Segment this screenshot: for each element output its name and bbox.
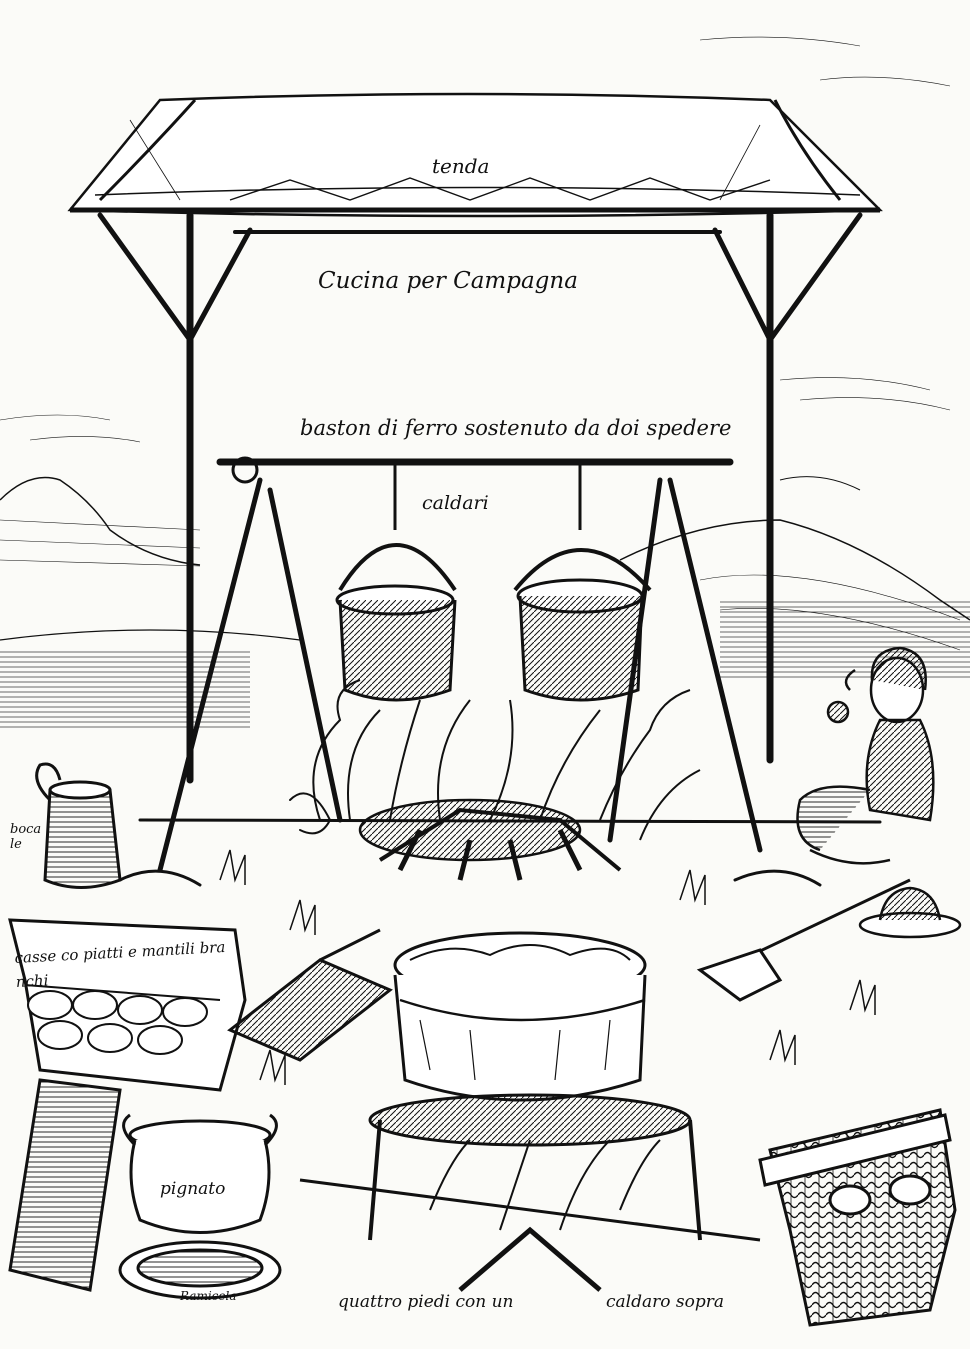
tent-frame (97, 211, 863, 784)
shovel (696, 878, 911, 1002)
label-baston-di-ferro: baston di ferro sostenuto da doi spedere (300, 416, 732, 440)
campfire (312, 679, 701, 881)
label-tenda: tenda (432, 154, 490, 178)
seated-cook (796, 646, 935, 865)
landscape (0, 36, 970, 651)
plate-case (8, 918, 247, 1092)
label-bocale: boca le (10, 822, 42, 852)
jug (35, 762, 122, 889)
label-ramicela: Ramicela (180, 1289, 237, 1303)
grass-tufts (219, 849, 876, 1085)
pignato-pot (122, 1113, 278, 1234)
central-pot (299, 931, 761, 1292)
wooden-tray (8, 1078, 122, 1292)
grill (227, 928, 393, 1062)
label-cucina-per-campagna: Cucina per Campagna (318, 268, 578, 294)
label-quattro-piedi: quattro piedi con un (338, 1292, 514, 1312)
hanging-cauldrons (335, 462, 652, 702)
tent-roof (67, 92, 883, 218)
hill-hatching (720, 600, 970, 680)
basket (758, 1108, 957, 1327)
hat (858, 886, 962, 939)
label-pignato: pignato (160, 1179, 226, 1199)
ramicela-pan (118, 1240, 282, 1300)
label-caldaro-sopra: caldaro sopra (606, 1292, 724, 1312)
label-caldari: caldari (422, 492, 489, 514)
